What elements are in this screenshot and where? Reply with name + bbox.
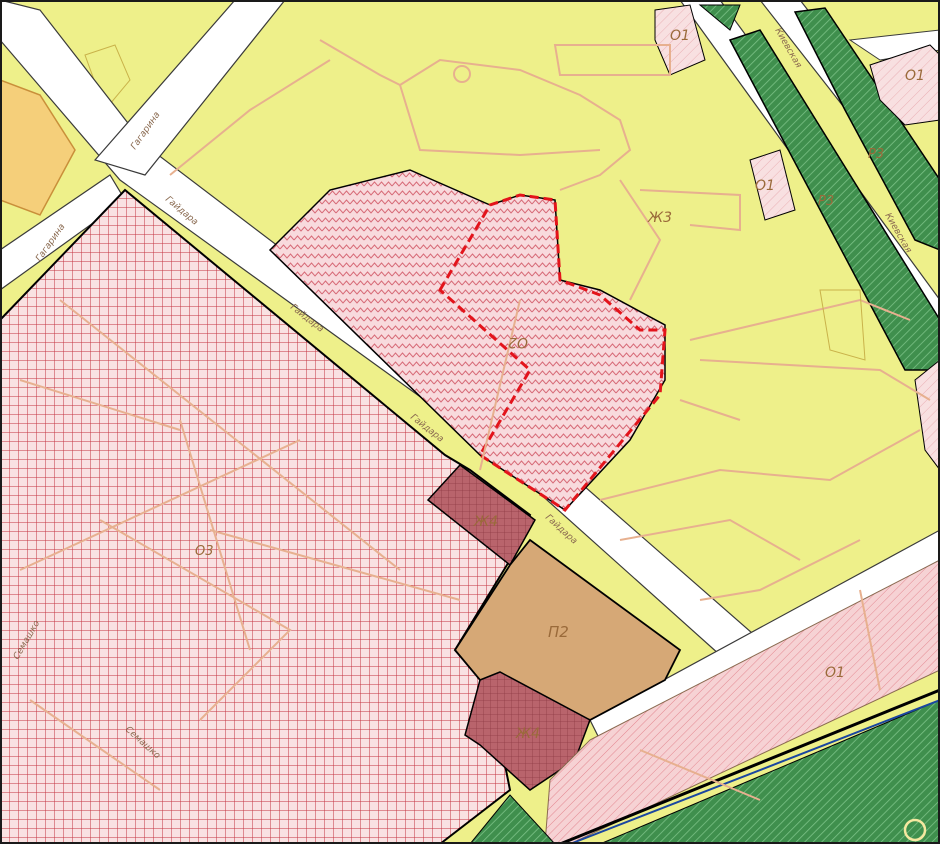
- zone-o1-right-fragment: [914, 359, 940, 471]
- project-boundary: [438, 193, 667, 512]
- zone-labels: Ж3 О2 О3 Ж4 Ж4 П2 О1 О1 О1 О1 Р3 Р3: [195, 28, 925, 742]
- roundabout-bottom: [903, 818, 927, 842]
- label-zh3: Ж3: [647, 210, 672, 226]
- zone-o1-bottom-area: [544, 559, 940, 844]
- building-outline-right: [819, 289, 866, 361]
- zone-green-bottom-left: [469, 794, 556, 844]
- label-o2: О2: [508, 334, 528, 350]
- footpaths: [19, 39, 931, 801]
- label-zh4-upper: Ж4: [473, 514, 498, 530]
- zone-o1-top-right-area: [869, 44, 940, 126]
- zone-zh4-upper-area: [426, 463, 536, 567]
- zone-r3-upper-area: [793, 7, 940, 251]
- zone-o3-area: [0, 188, 532, 844]
- label-o1-top-right: О1: [905, 68, 925, 84]
- label-p2: П2: [548, 623, 569, 641]
- label-o1-top: О1: [670, 28, 690, 44]
- label-o1-bottom: О1: [825, 665, 845, 681]
- label-o1-mid: О1: [755, 178, 775, 194]
- label-o3: О3: [195, 544, 214, 559]
- zone-top-left-orange: [0, 79, 76, 216]
- label-r3-upper: Р3: [868, 147, 884, 162]
- roundabout-top: [453, 65, 471, 83]
- zone-green-bottom-right: [599, 699, 940, 844]
- zone-zh4-lower-area: [464, 671, 591, 791]
- zone-r3-top-fragment: [698, 4, 741, 31]
- zone-o1-mid-area: [749, 149, 796, 221]
- zone-r3-lower-area: [728, 29, 940, 371]
- railway-line: [559, 688, 940, 844]
- water-line: [569, 699, 940, 844]
- zone-o1-top-area: [654, 4, 706, 76]
- label-zh4-lower: Ж4: [515, 726, 540, 742]
- label-r3-lower: Р3: [818, 194, 834, 209]
